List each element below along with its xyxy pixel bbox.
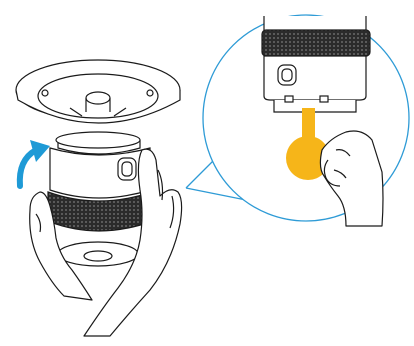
- ceiling-mount-base: [16, 60, 180, 123]
- rotate-arrow-icon: [20, 140, 50, 186]
- mesh-band: [262, 30, 370, 56]
- smoke-detector-body: [48, 132, 152, 266]
- detector-closeup: [262, 16, 370, 112]
